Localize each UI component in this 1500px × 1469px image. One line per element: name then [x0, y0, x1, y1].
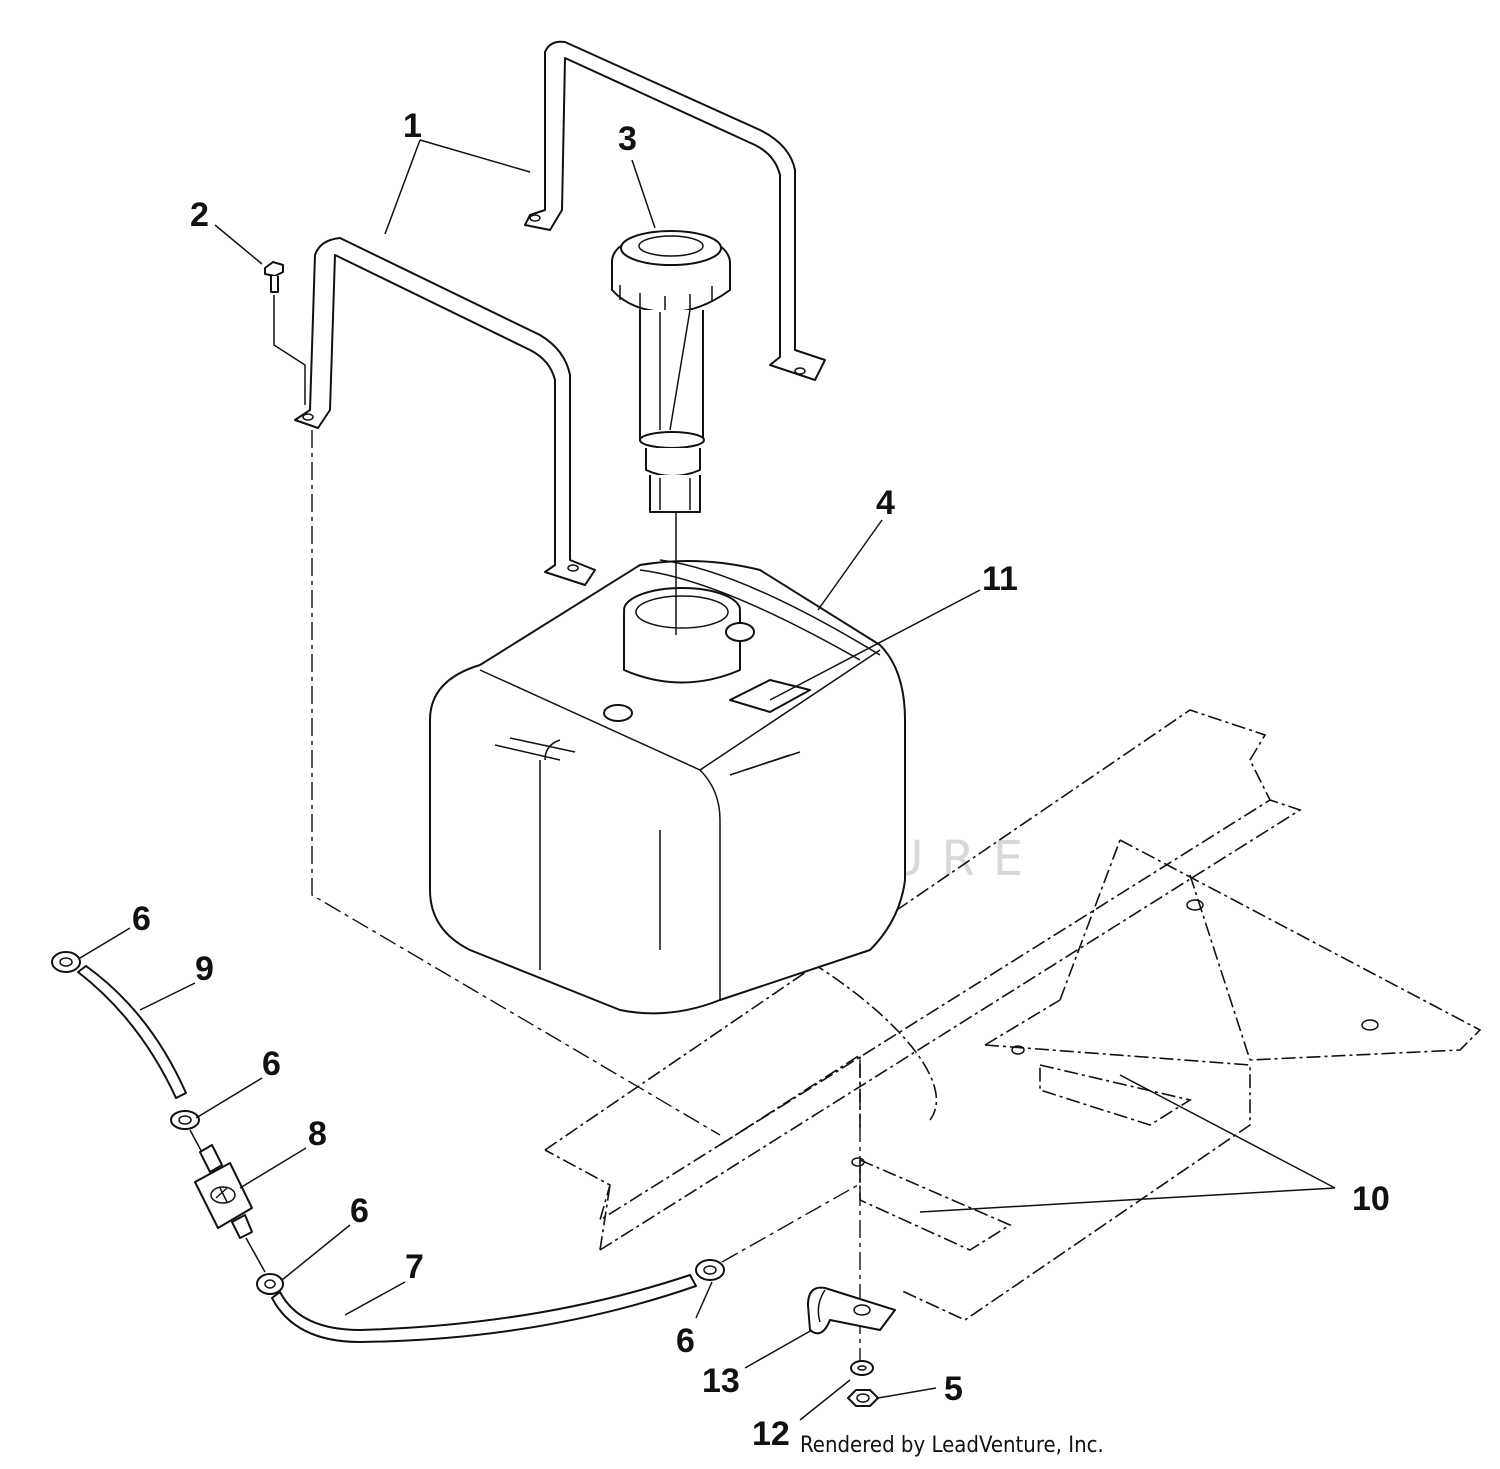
fuel-tank: [429, 559, 906, 1015]
tank-strap-front: [294, 237, 596, 586]
callout-5: 5: [944, 1370, 963, 1408]
fuel-hose-lower: [271, 1274, 697, 1343]
fuel-cap-assembly: [611, 230, 731, 635]
frame-hole: [851, 1157, 865, 1167]
callout-11: 11: [982, 560, 1018, 598]
fuel-filter: [194, 1144, 253, 1239]
hose-clip: [807, 1286, 896, 1335]
callout-4: 4: [876, 484, 895, 522]
callout-6: 6: [350, 1192, 369, 1230]
callout-8: 8: [308, 1115, 327, 1153]
chassis-frame-phantom: [544, 709, 1482, 1321]
callout-3: 3: [618, 120, 637, 158]
tank-decal: [729, 679, 811, 713]
frame-hole: [1011, 1045, 1025, 1055]
hose-clamp: [51, 951, 81, 973]
leader-lines: [79, 139, 1336, 1421]
tank-port: [603, 704, 633, 722]
callout-13: 13: [702, 1362, 740, 1400]
hose-clamp: [695, 1259, 725, 1281]
fuel-hose-upper: [77, 965, 187, 1099]
hex-nut: [847, 1389, 879, 1407]
callout-6: 6: [262, 1045, 281, 1083]
callout-6: 6: [132, 900, 151, 938]
callout-6: 6: [676, 1322, 695, 1360]
vent-fitting: [725, 622, 755, 642]
frame-hole: [1186, 899, 1204, 911]
fuel-line-system: [51, 951, 859, 1343]
callout-1: 1: [403, 107, 422, 145]
callout-2: 2: [190, 196, 209, 234]
callout-7: 7: [405, 1248, 424, 1286]
callout-9: 9: [195, 950, 214, 988]
alignment-lines: [311, 430, 861, 1365]
callout-10: 10: [1352, 1180, 1390, 1218]
callout-12: 12: [752, 1415, 790, 1453]
render-credit: Rendered by LeadVenture, Inc.: [800, 1433, 1104, 1458]
tank-strap-rear: [524, 40, 826, 381]
frame-hole: [1361, 1019, 1379, 1031]
strap-bolt: [264, 261, 306, 405]
callouts: 1 2 3 4 11 6 9 6 8 6 7 10 6 13 5 12: [132, 107, 1390, 1453]
hose-clamp: [256, 1273, 284, 1295]
hose-clamp: [170, 1110, 200, 1130]
washer: [850, 1360, 874, 1376]
